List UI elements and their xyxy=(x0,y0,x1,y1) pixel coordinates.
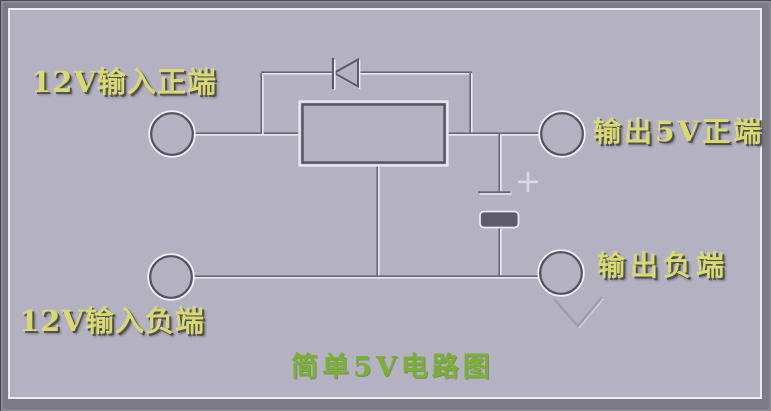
ground-arrow-icon xyxy=(553,296,605,329)
capacitor-icon: + xyxy=(478,162,542,229)
wire-bottom-rail xyxy=(193,275,540,279)
terminal-input-positive xyxy=(148,110,196,158)
terminal-output-negative xyxy=(537,249,585,297)
label-input-positive: 12V输入正端 xyxy=(31,65,217,99)
wire-input-positive xyxy=(193,132,300,136)
label-input-negative: 12V输入负端 xyxy=(19,304,205,338)
wire-output-positive xyxy=(447,132,541,136)
terminal-input-negative xyxy=(147,253,195,301)
terminal-output-positive xyxy=(538,110,586,158)
capacitor-plus-mark: + xyxy=(515,162,542,200)
diagram-title: 简单5V电路图 xyxy=(291,352,494,383)
wire-capacitor-branch xyxy=(498,134,502,277)
wire-regulator-ground xyxy=(376,165,380,278)
label-output-negative: 输出负端 xyxy=(597,249,730,282)
diode-icon xyxy=(331,57,361,91)
wire-diode-loop xyxy=(260,71,473,135)
voltage-regulator-box xyxy=(298,100,449,167)
label-output-positive: 输出5V正端 xyxy=(593,115,765,148)
